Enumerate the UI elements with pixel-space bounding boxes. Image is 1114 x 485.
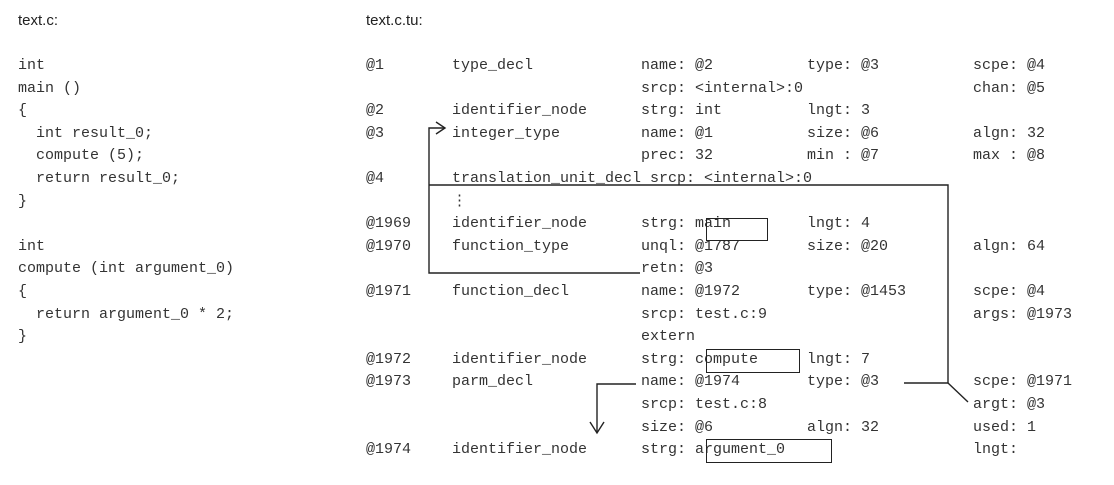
- argument-string-box: [706, 439, 832, 463]
- code-line: int: [18, 57, 46, 74]
- code-line: }: [18, 192, 28, 210]
- field-3: args: @1973: [973, 305, 1073, 323]
- left-panel-title: text.c:: [18, 12, 59, 29]
- field-2: lngt: 3: [807, 102, 871, 120]
- field-1: strg: main: [641, 215, 732, 233]
- field-3: argt: @3: [973, 396, 1046, 413]
- node-kind: translation_unit_decl srcp: <internal>:0: [452, 170, 813, 187]
- retn-arrowhead: [435, 121, 447, 135]
- field-1: name: @1974: [641, 373, 741, 391]
- node-kind: parm_decl: [452, 373, 534, 391]
- field-3: chan: @5: [973, 79, 1046, 97]
- node-kind: ⋮: [452, 192, 467, 210]
- code-line: int: [18, 237, 46, 255]
- name-arrowhead: [589, 421, 605, 435]
- node-kind: type_decl: [452, 57, 534, 74]
- node-kind: identifier_node: [452, 215, 588, 233]
- node-kind: identifier_node: [452, 441, 588, 459]
- node-id: @1973: [366, 373, 412, 391]
- field-2: size: @20: [807, 237, 889, 255]
- field-3: scpe: @1971: [973, 373, 1073, 391]
- code-line: return result_0;: [18, 170, 181, 187]
- node-kind: identifier_node: [452, 102, 588, 120]
- field-2: lngt: 4: [807, 215, 871, 233]
- field-3: scpe: @4: [973, 57, 1046, 74]
- argt-connector: [947, 382, 969, 403]
- code-line: }: [18, 328, 28, 346]
- field-3: lngt:: [973, 441, 1019, 459]
- field-1: extern: [641, 328, 696, 346]
- compute-string-box: [706, 349, 800, 373]
- node-kind: function_decl: [452, 283, 570, 300]
- field-2: type: @3: [807, 373, 880, 391]
- field-3: max : @8: [973, 147, 1046, 165]
- code-line: compute (int argument_0): [18, 260, 235, 278]
- field-3: algn: 64: [973, 237, 1046, 255]
- node-id: @1970: [366, 237, 412, 255]
- node-id: @1971: [366, 283, 412, 300]
- node-id: @1: [366, 57, 385, 74]
- code-line: return argument_0 * 2;: [18, 305, 235, 323]
- field-2: type: @1453: [807, 283, 907, 300]
- node-id: @1974: [366, 441, 412, 459]
- node-id: @3: [366, 124, 385, 142]
- node-id: @2: [366, 102, 385, 120]
- main-string-box: [706, 218, 768, 241]
- field-1: strg: compute: [641, 350, 759, 368]
- field-1: srcp: <internal>:0: [641, 79, 804, 97]
- field-1: name: @2: [641, 57, 714, 74]
- field-1: strg: int: [641, 102, 723, 120]
- node-kind: integer_type: [452, 124, 561, 142]
- field-2: lngt: 7: [807, 350, 871, 368]
- field-1: size: @6: [641, 418, 714, 436]
- field-2: min : @7: [807, 147, 880, 165]
- field-1: unql: @1787: [641, 237, 741, 255]
- type-connector: [429, 184, 949, 384]
- field-2: size: @6: [807, 124, 880, 142]
- code-line: int result_0;: [18, 124, 154, 142]
- field-3: algn: 32: [973, 124, 1046, 142]
- node-id: @1972: [366, 350, 412, 368]
- field-1: name: @1972: [641, 283, 741, 300]
- field-3: scpe: @4: [973, 283, 1046, 300]
- node-kind: function_type: [452, 237, 570, 255]
- right-panel-title: text.c.tu:: [366, 12, 423, 29]
- field-2: type: @3: [807, 57, 880, 74]
- field-2: algn: 32: [807, 418, 880, 436]
- field-1: name: @1: [641, 124, 714, 142]
- name-connector: [596, 383, 636, 432]
- field-1: prec: 32: [641, 147, 714, 165]
- field-1: srcp: test.c:9: [641, 305, 768, 323]
- code-line: {: [18, 102, 28, 120]
- code-line: main (): [18, 79, 82, 97]
- field-1: retn: @3: [641, 260, 714, 278]
- field-1: srcp: test.c:8: [641, 396, 768, 413]
- code-line: compute (5);: [18, 147, 145, 165]
- node-id: @4: [366, 170, 385, 187]
- field-3: used: 1: [973, 418, 1037, 436]
- node-kind: identifier_node: [452, 350, 588, 368]
- node-id: @1969: [366, 215, 412, 233]
- retn-connector: [428, 127, 640, 274]
- code-line: {: [18, 283, 28, 300]
- field-1: strg: argument_0: [641, 441, 786, 459]
